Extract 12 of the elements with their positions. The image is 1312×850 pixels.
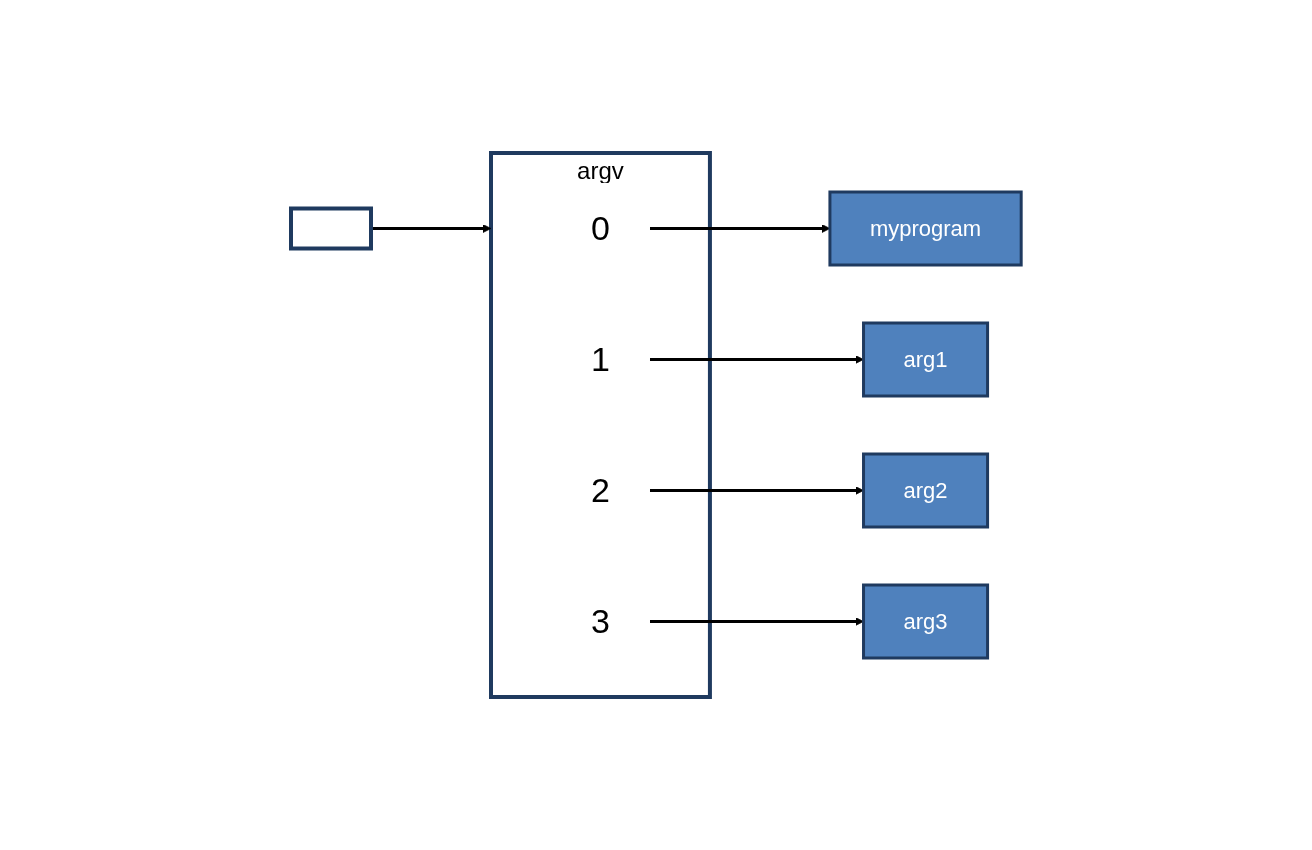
arrow	[649, 355, 864, 364]
node-text: 1	[590, 340, 610, 378]
node-text: 3	[590, 602, 610, 640]
node-box	[288, 206, 373, 251]
node-box: arg1	[861, 321, 989, 398]
node-box: arg3	[861, 583, 989, 660]
node-box: arg2	[861, 452, 989, 529]
arrow	[649, 617, 864, 626]
node-box: myprogram	[828, 190, 1023, 267]
node-text: 0	[590, 209, 610, 247]
arrow	[649, 486, 864, 495]
node-text: 2	[590, 471, 610, 509]
